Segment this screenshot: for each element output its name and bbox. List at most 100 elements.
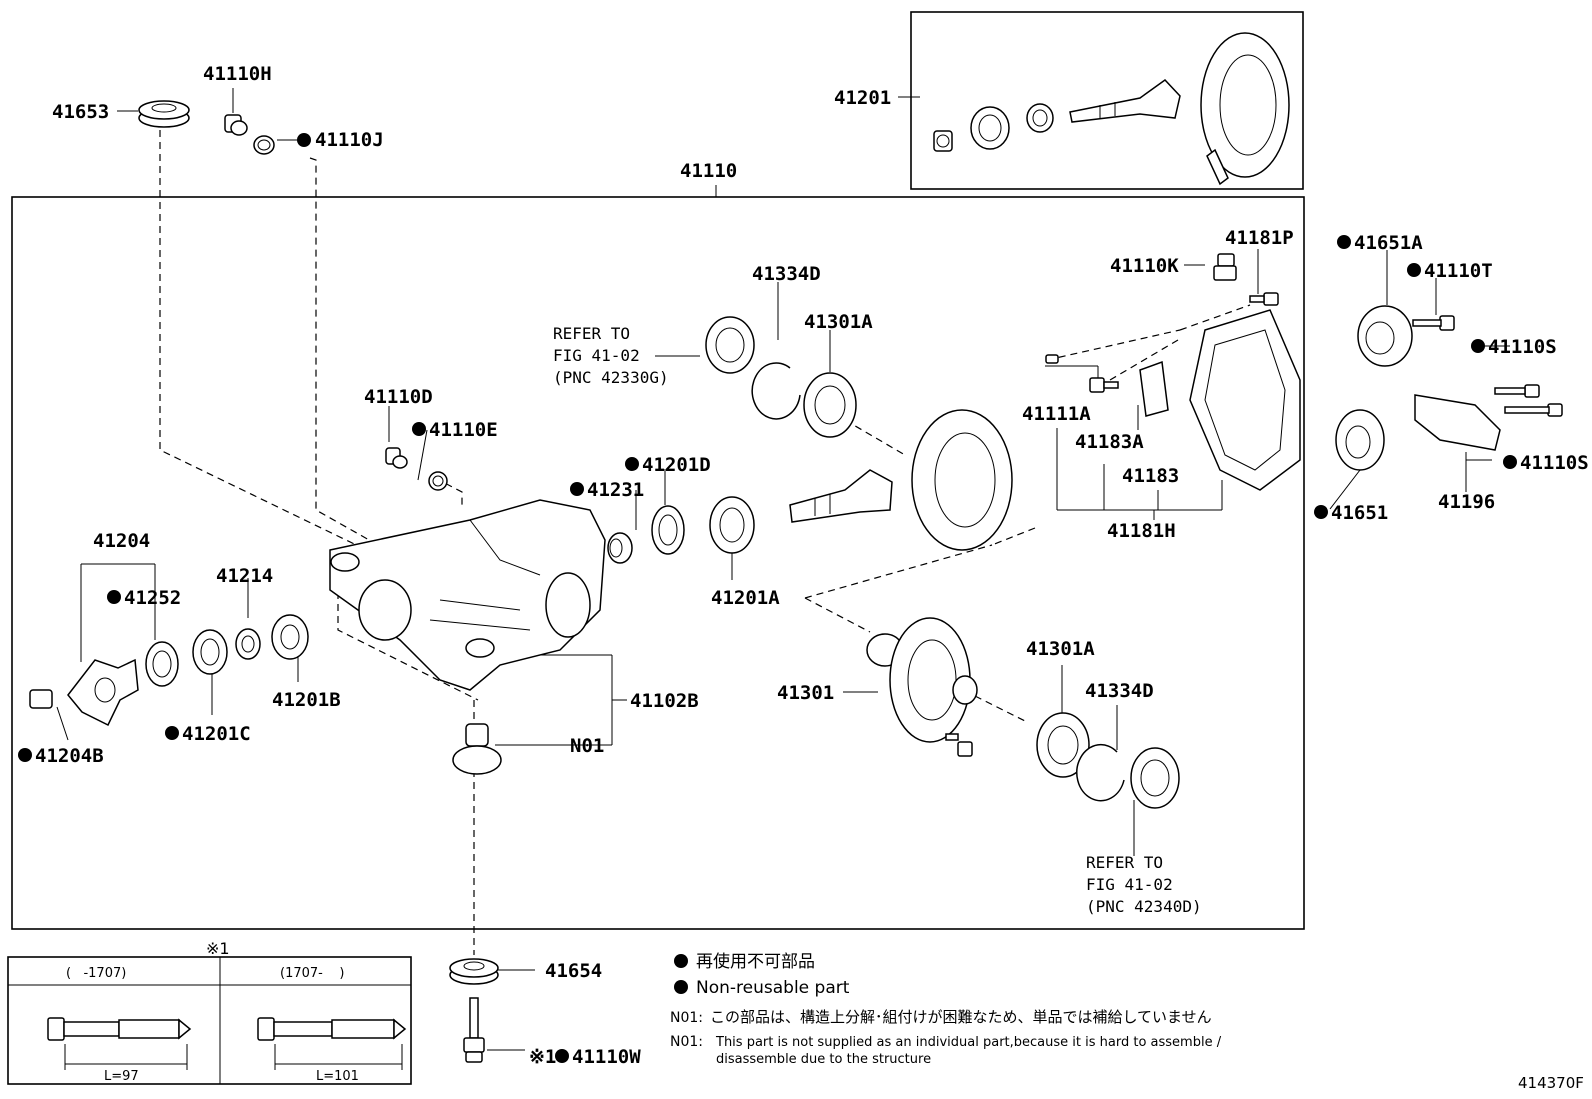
non-reusable-markers — [18, 133, 1517, 1063]
41181P-bolt — [1249, 292, 1279, 306]
41196-bracket — [1414, 394, 1501, 451]
label-41181P: 41181P — [1225, 227, 1294, 249]
inset-marker: ※1 — [206, 939, 230, 958]
legend-n01-en-prefix: N01: — [670, 1034, 703, 1050]
41334D-bottom-snap-ring — [1076, 743, 1125, 802]
41110D-plug — [385, 447, 408, 469]
legend-n01-en-2: disassemble due to the structure — [716, 1052, 931, 1067]
top-oil-seal — [705, 316, 755, 374]
41654-washer — [449, 958, 499, 985]
refer-bottom-line-2: FIG 41-02 — [1086, 875, 1173, 894]
41110J-gasket — [253, 135, 275, 155]
41252-oil-seal — [145, 641, 179, 687]
41204B-nut — [29, 689, 53, 709]
41181H-rear-cover — [1189, 309, 1301, 491]
label-41110E: 41110E — [429, 419, 498, 441]
label-41183: 41183 — [1122, 465, 1179, 487]
assembly-dashed-lines — [159, 130, 1251, 955]
41201C-bearing — [192, 629, 228, 675]
label-41654: 41654 — [545, 960, 602, 982]
label-41204B: 41204B — [35, 745, 104, 767]
41183A-bolt — [1089, 377, 1119, 393]
figure-id: 414370F — [1518, 1074, 1584, 1092]
label-41201A: 41201A — [711, 587, 780, 609]
41231-spacer — [607, 532, 633, 564]
label-41201: 41201 — [834, 87, 891, 109]
label-41110S-a: 41110S — [1488, 336, 1557, 358]
inset-bolt-1 — [47, 1017, 192, 1041]
legend-n01-jp-prefix: N01: — [670, 1010, 703, 1026]
label-41183A: 41183A — [1075, 431, 1144, 453]
41201D-shim — [651, 505, 685, 555]
refer-top-line-1: REFER TO — [553, 324, 630, 343]
41183-gasket — [1139, 360, 1169, 417]
41334D-top-snap-ring — [751, 362, 801, 420]
label-41214: 41214 — [216, 565, 273, 587]
refer-bottom-line-3: (PNC 42340D) — [1086, 897, 1202, 916]
legend-n01-en-1: This part is not supplied as an individu… — [715, 1035, 1222, 1050]
bolt-variant-inset — [7, 956, 412, 1085]
41111A-pin — [1045, 354, 1059, 364]
label-41231: 41231 — [587, 479, 644, 501]
41201B-bearing — [271, 614, 309, 660]
inset-length-2: L=101 — [316, 1069, 359, 1084]
label-41110K: 41110K — [1110, 255, 1179, 277]
41110-carrier-housing — [329, 499, 606, 691]
label-41110W-marker: ※1 — [529, 1046, 556, 1068]
inset-length-1: L=97 — [104, 1069, 139, 1084]
41110T-bolt — [1412, 315, 1455, 331]
inset-col2-header: (1707- ) — [280, 966, 344, 981]
label-41181H: 41181H — [1107, 520, 1176, 542]
41110S-bolts — [1494, 384, 1563, 417]
ring-pinion-kit-frame — [910, 11, 1304, 190]
inset-dimension-lines — [64, 1044, 403, 1070]
41651-mount — [1335, 409, 1385, 471]
41201A-bearing — [709, 496, 755, 554]
drive-pinion — [789, 469, 893, 523]
41110H-plug — [224, 114, 248, 136]
41301A-top-bearing — [803, 372, 857, 438]
41110W-bolt — [463, 997, 485, 1063]
41102B-bushing — [452, 723, 502, 775]
label-41110J: 41110J — [315, 129, 384, 151]
41301-differential-case — [866, 617, 978, 757]
bottom-oil-seal — [1130, 747, 1180, 809]
label-41196: 41196 — [1438, 491, 1495, 513]
label-41301A-bottom: 41301A — [1026, 638, 1095, 660]
label-41111A: 41111A — [1022, 403, 1091, 425]
label-41201C: 41201C — [182, 723, 251, 745]
label-41334D-bottom: 41334D — [1085, 680, 1154, 702]
legend-en: Non-reusable part — [696, 978, 850, 998]
label-41201B: 41201B — [272, 689, 341, 711]
41204-companion-flange — [67, 658, 139, 727]
label-41110T: 41110T — [1424, 260, 1493, 282]
main-assembly-frame — [11, 196, 1305, 930]
label-41651: 41651 — [1331, 502, 1388, 524]
41110E-gasket — [428, 471, 448, 491]
41110K-breather — [1213, 253, 1237, 281]
label-41301A-top: 41301A — [804, 311, 873, 333]
label-41102B: 41102B — [630, 690, 699, 712]
41301A-bottom-bearing — [1036, 712, 1090, 778]
legend-n01-jp: この部品は、構造上分解･組付けが困難なため、単品では補給していません — [710, 1008, 1212, 1026]
label-41110D: 41110D — [364, 386, 433, 408]
refer-top-line-2: FIG 41-02 — [553, 346, 640, 365]
ring-gear — [911, 409, 1013, 551]
inset-col1-header: ( -1707) — [66, 966, 126, 981]
inset-bolt-2 — [257, 1017, 407, 1041]
label-41651A: 41651A — [1354, 232, 1423, 254]
label-41110S-b: 41110S — [1520, 452, 1589, 474]
41653-cap — [138, 100, 190, 128]
label-41201D: 41201D — [642, 454, 711, 476]
legend-jp: 再使用不可部品 — [696, 951, 815, 972]
refer-bottom-line-1: REFER TO — [1086, 853, 1163, 872]
refer-top-line-3: (PNC 42330G) — [553, 368, 669, 387]
label-41334D-top: 41334D — [752, 263, 821, 285]
label-41204: 41204 — [93, 530, 150, 552]
label-41252: 41252 — [124, 587, 181, 609]
label-N01: N01 — [570, 735, 604, 757]
41214-spacer — [235, 628, 261, 660]
label-41653: 41653 — [52, 101, 109, 123]
41651A-mount — [1357, 305, 1413, 367]
